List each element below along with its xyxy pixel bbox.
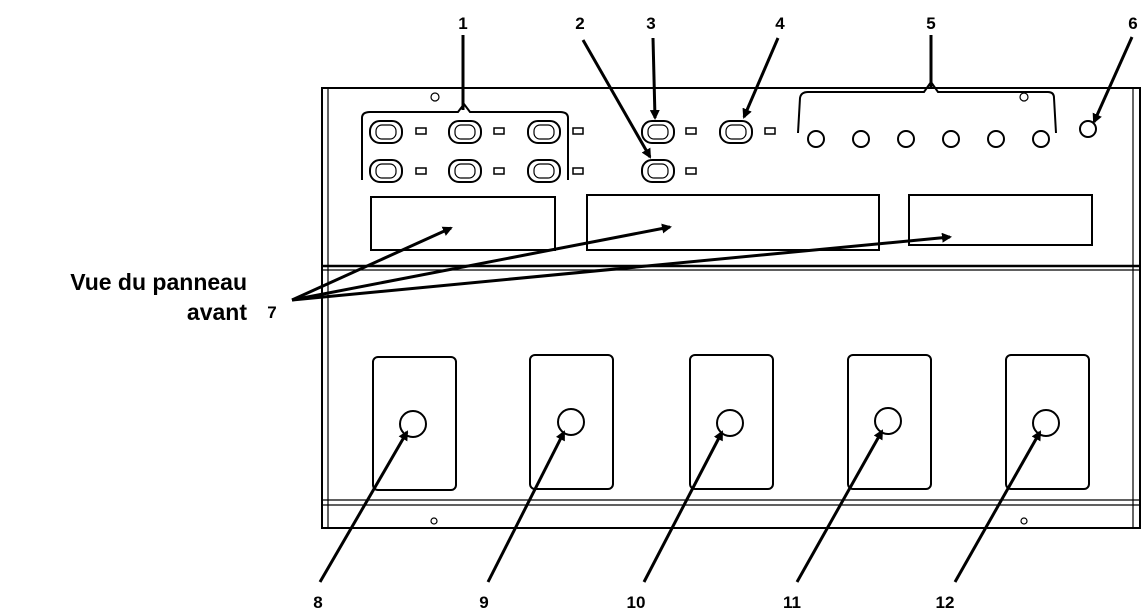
led-indicator xyxy=(764,127,776,135)
display-center xyxy=(586,194,880,251)
led-indicator xyxy=(685,167,697,175)
display-left xyxy=(370,196,556,251)
led-indicator xyxy=(685,127,697,135)
knob[interactable] xyxy=(897,130,915,148)
push-button[interactable] xyxy=(448,120,482,144)
diagram-title-line-1: Vue du panneau xyxy=(70,269,247,295)
led-indicator xyxy=(493,167,505,175)
panel-hole xyxy=(1019,92,1029,102)
push-button-2[interactable] xyxy=(641,159,675,183)
callout-arrows xyxy=(291,35,1134,583)
knob[interactable] xyxy=(1032,130,1050,148)
callout-1: 1 xyxy=(458,14,467,33)
footswitch-11[interactable] xyxy=(847,354,932,490)
panel-hole xyxy=(430,92,440,102)
led-indicator xyxy=(572,127,584,135)
footswitch-8[interactable] xyxy=(372,356,457,491)
button-group-1 xyxy=(369,120,584,183)
display-right xyxy=(908,194,1093,246)
bracket-5 xyxy=(797,80,1057,134)
led-indicator xyxy=(415,167,427,175)
knob[interactable] xyxy=(807,130,825,148)
callout-4: 4 xyxy=(775,14,785,33)
knob[interactable] xyxy=(852,130,870,148)
callout-11: 11 xyxy=(783,593,801,612)
footswitch-9[interactable] xyxy=(529,354,614,490)
push-button-4[interactable] xyxy=(719,120,753,144)
callout-3: 3 xyxy=(646,14,655,33)
diagram-title-line-2: avant xyxy=(187,299,247,325)
footswitch-10[interactable] xyxy=(689,354,774,490)
callout-6: 6 xyxy=(1128,14,1137,33)
push-button[interactable] xyxy=(369,120,403,144)
led-indicator xyxy=(415,127,427,135)
push-button[interactable] xyxy=(527,159,561,183)
callout-2: 2 xyxy=(575,14,584,33)
callout-8: 8 xyxy=(313,593,322,612)
callout-5: 5 xyxy=(926,14,935,33)
callout-12: 12 xyxy=(936,593,955,612)
knob[interactable] xyxy=(987,130,1005,148)
push-button[interactable] xyxy=(527,120,561,144)
knob-6[interactable] xyxy=(1079,120,1097,138)
push-button[interactable] xyxy=(448,159,482,183)
push-button[interactable] xyxy=(369,159,403,183)
knob[interactable] xyxy=(942,130,960,148)
footswitch-12[interactable] xyxy=(1005,354,1090,490)
callout-9: 9 xyxy=(479,593,488,612)
device-body xyxy=(321,87,1141,529)
push-button-3[interactable] xyxy=(641,120,675,144)
callout-10: 10 xyxy=(627,593,646,612)
led-indicator xyxy=(493,127,505,135)
led-indicator xyxy=(572,167,584,175)
callout-7: 7 xyxy=(267,303,276,322)
